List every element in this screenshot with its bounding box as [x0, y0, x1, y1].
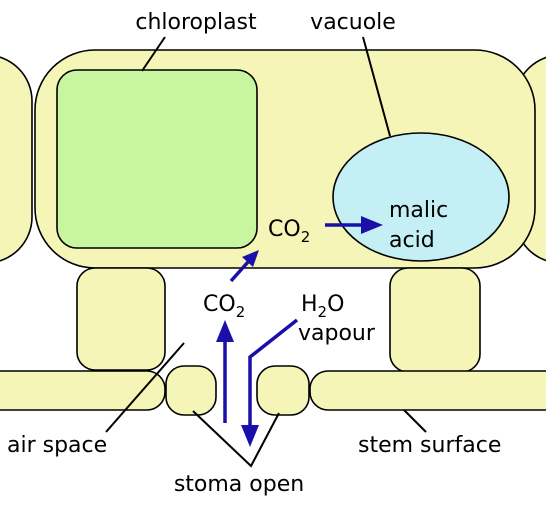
left-support-cell	[76, 267, 166, 371]
malic-label: malic	[389, 198, 448, 223]
co2-upward-arrowhead	[242, 250, 259, 267]
stoma-open-label: stoma open	[174, 472, 304, 497]
left-guard-cell	[165, 365, 217, 416]
water-vapour-arrow	[248, 318, 299, 425]
vacuole-shape	[332, 132, 510, 262]
vacuole-label: vacuole	[310, 10, 396, 35]
water-vapour-arrowhead	[241, 425, 259, 447]
air-space-leader	[105, 342, 185, 433]
left-edge-cell	[0, 56, 33, 262]
co2-upper-main: CO	[268, 217, 301, 242]
stoma-leader	[192, 410, 280, 468]
chloroplast-label: chloroplast	[135, 10, 257, 35]
right-epidermis-cell	[309, 370, 546, 411]
h2o-label: H2O	[301, 292, 344, 321]
chloroplast-leader	[141, 36, 166, 72]
h2o-subscript: 2	[318, 303, 328, 321]
co2-lower-main: CO	[203, 292, 236, 317]
air-space-label: air space	[7, 433, 107, 458]
stem-surface-label: stem surface	[358, 433, 501, 458]
co2-inflow-arrowhead	[216, 320, 234, 342]
co2-upward-arrow	[229, 260, 250, 283]
acid-label: acid	[389, 228, 435, 253]
co2-to-malic-arrowhead	[361, 216, 383, 234]
h2o-tail: O	[327, 292, 344, 317]
co2-label-lower: CO2	[203, 292, 245, 321]
right-support-cell	[389, 267, 481, 373]
h2o-main: H	[301, 292, 318, 317]
vapour-label: vapour	[298, 321, 376, 346]
co2-upper-subscript: 2	[301, 228, 311, 246]
chloroplast-shape	[56, 69, 258, 249]
co2-lower-subscript: 2	[236, 303, 246, 321]
left-epidermis-cell	[0, 370, 166, 411]
vacuole-leader	[362, 36, 391, 137]
stem-surface-leader	[403, 409, 427, 433]
co2-label-upper: CO2	[268, 217, 310, 246]
right-guard-cell	[256, 365, 310, 416]
